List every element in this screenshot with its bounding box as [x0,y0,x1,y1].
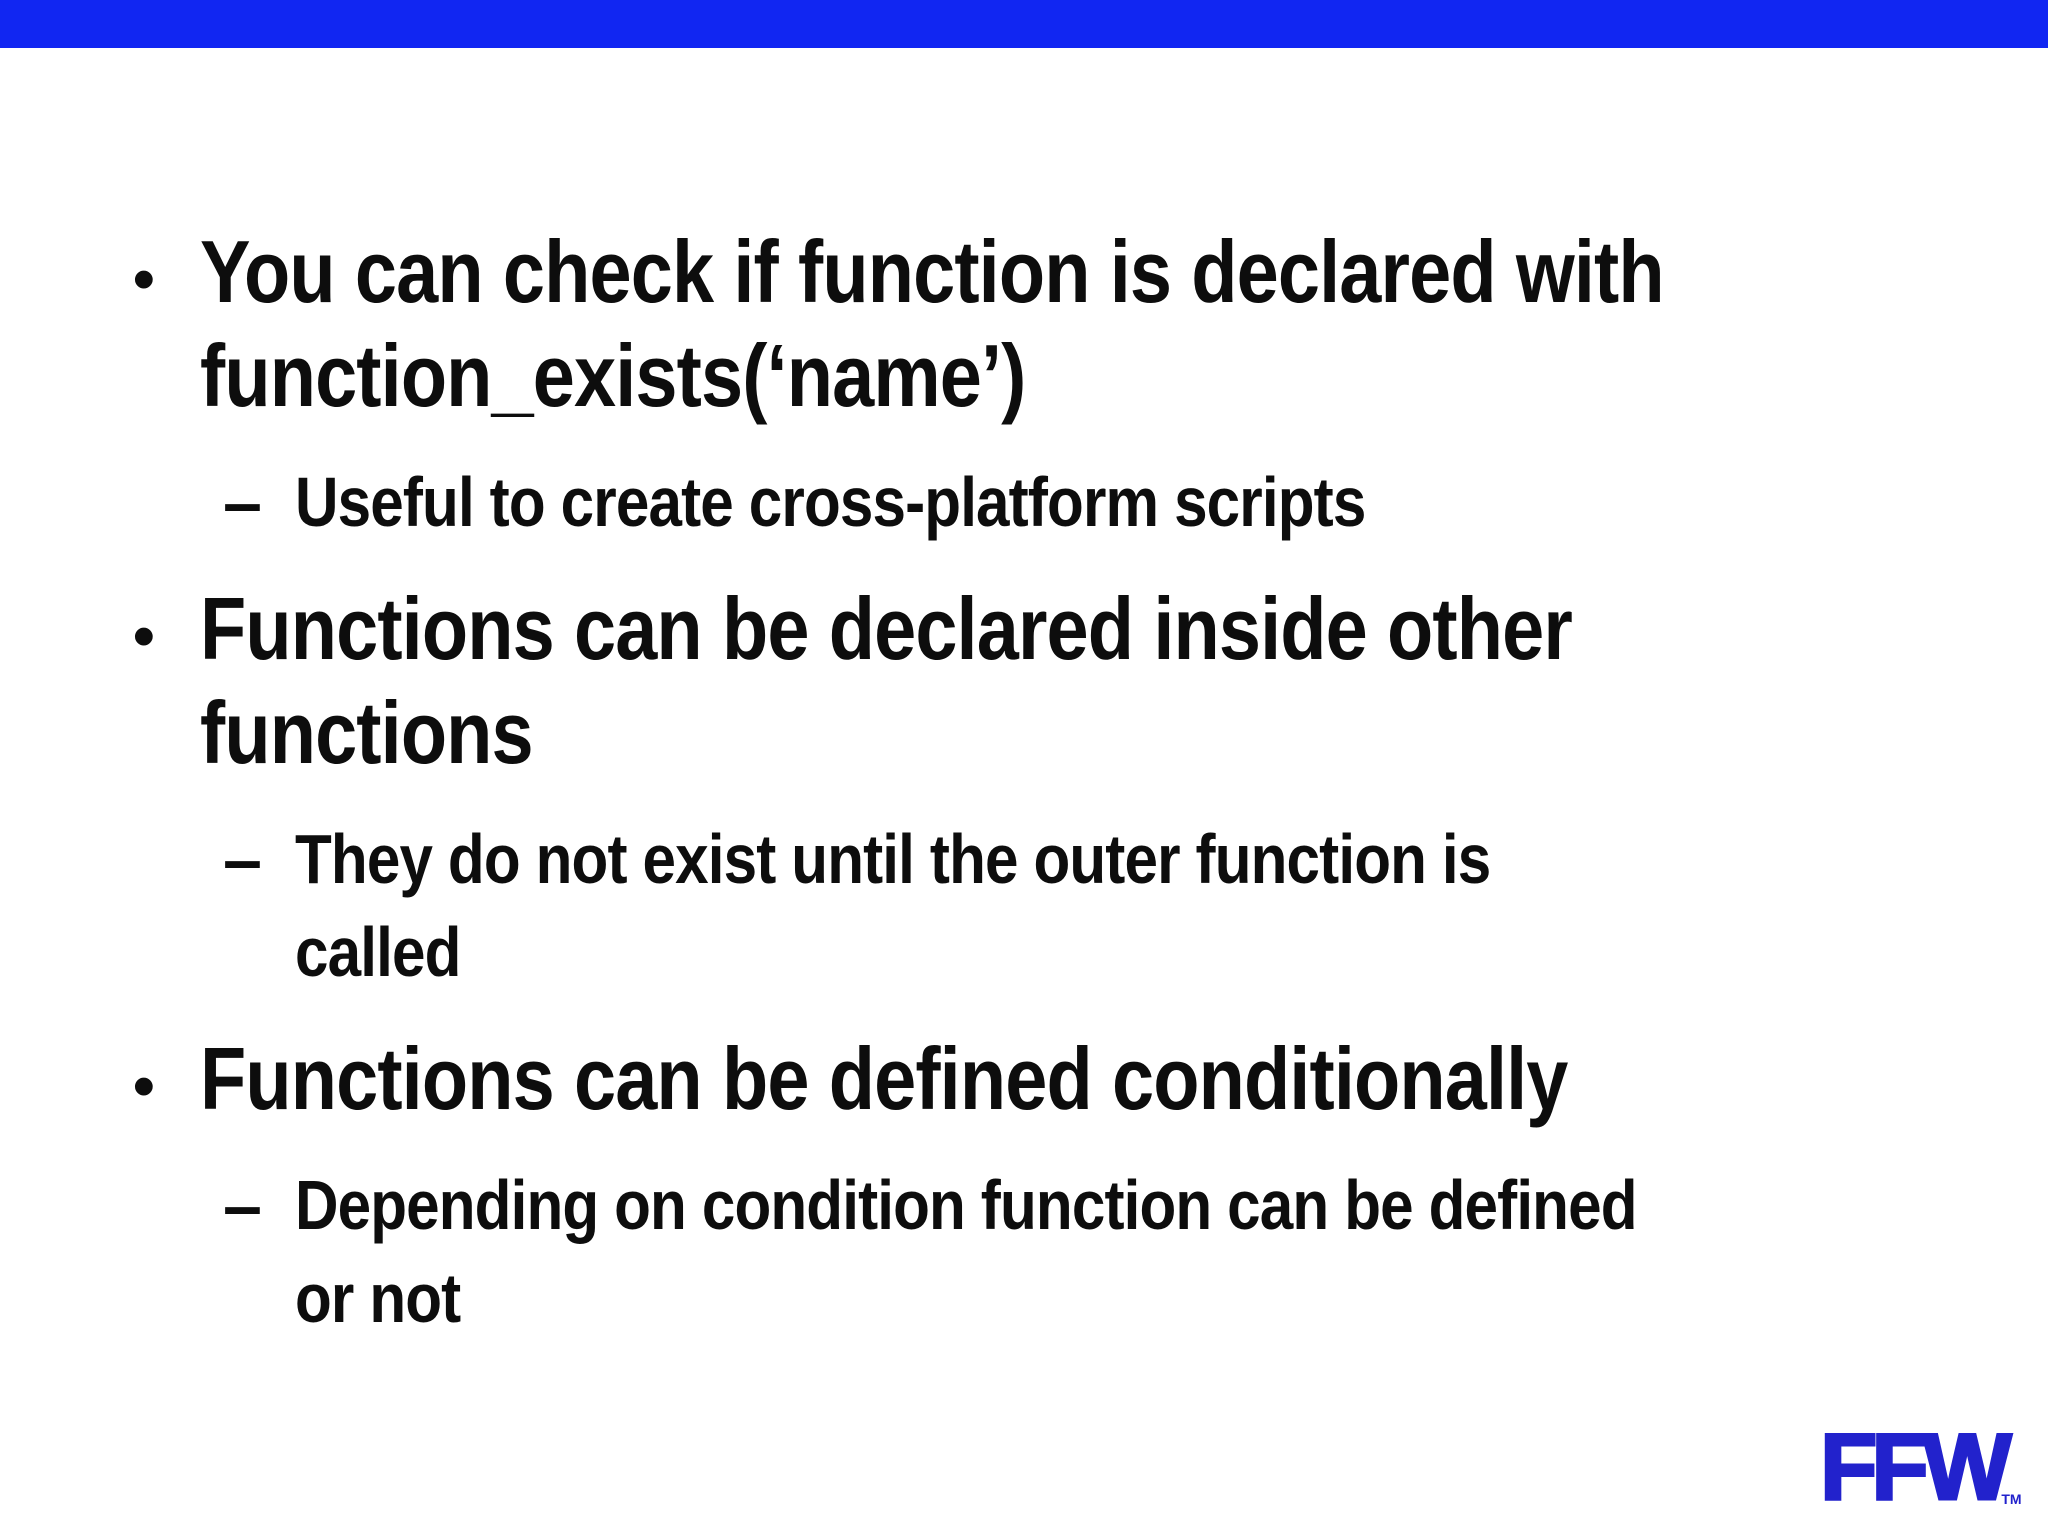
subbullet-item-outer-function: – They do not exist until the outer func… [0,813,2048,999]
bullet-list: • You can check if function is declared … [0,220,2048,1373]
bullet-text: You can check if function is declared wi… [200,222,1665,425]
dash-icon: – [223,1166,262,1244]
ffw-logo-text: FFW [1819,1414,2014,1519]
bullet-item-conditional-functions: • Functions can be defined conditionally [0,1027,2048,1131]
subbullet-text: They do not exist until the outer functi… [295,820,1491,991]
bullet-item-function-exists: • You can check if function is declared … [0,220,2048,428]
dash-icon: – [223,820,262,898]
subbullet-item-cross-platform: – Useful to create cross-platform script… [0,456,2048,549]
bullet-icon: • [133,1052,155,1121]
ffw-logo: FFW TM [1819,1418,2022,1515]
bullet-icon: • [133,602,155,671]
top-accent-bar [0,0,2048,48]
trademark-symbol: TM [2001,1491,2022,1507]
dash-icon: – [223,463,262,541]
bullet-text: Functions can be defined conditionally [200,1029,1568,1128]
subbullet-text: Depending on condition function can be d… [295,1166,1638,1337]
subbullet-text: Useful to create cross-platform scripts [295,463,1366,541]
bullet-icon: • [133,245,155,314]
subbullet-item-depending-condition: – Depending on condition function can be… [0,1159,2048,1345]
bullet-item-nested-functions: • Functions can be declared inside other… [0,577,2048,785]
bullet-text: Functions can be declared inside other f… [200,579,1573,782]
